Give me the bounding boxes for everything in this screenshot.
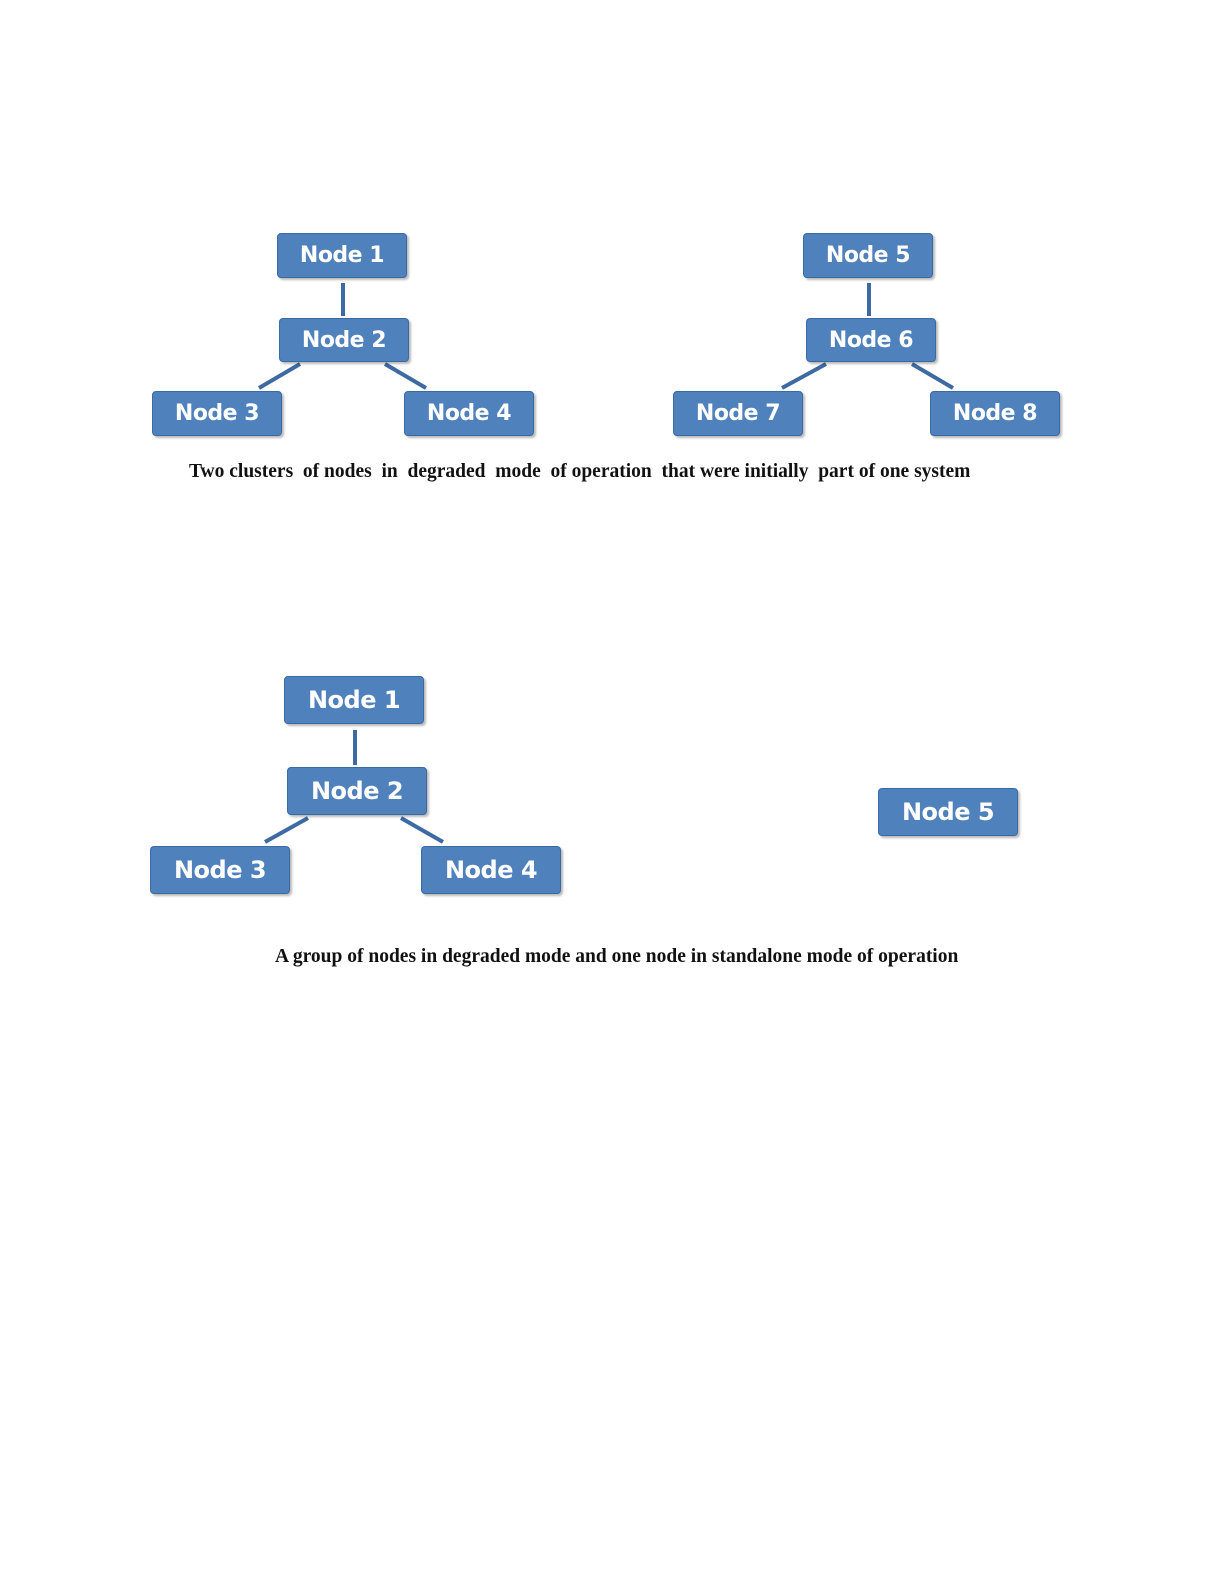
node-label: Node 5 (902, 798, 994, 826)
standalone-node-5: Node 5 (878, 788, 1018, 836)
group-node-2: Node 2 (287, 767, 427, 815)
node-label: Node 1 (308, 686, 400, 714)
node-label: Node 3 (174, 856, 266, 884)
link-node2-node3 (265, 818, 308, 842)
group-node-1: Node 1 (284, 676, 424, 724)
node-label: Node 2 (311, 777, 403, 805)
group-node-4: Node 4 (421, 846, 561, 894)
group-node-3: Node 3 (150, 846, 290, 894)
figure2-caption: A group of nodes in degraded mode and on… (275, 946, 958, 968)
node-label: Node 4 (445, 856, 537, 884)
link-node2-node4 (401, 818, 443, 842)
